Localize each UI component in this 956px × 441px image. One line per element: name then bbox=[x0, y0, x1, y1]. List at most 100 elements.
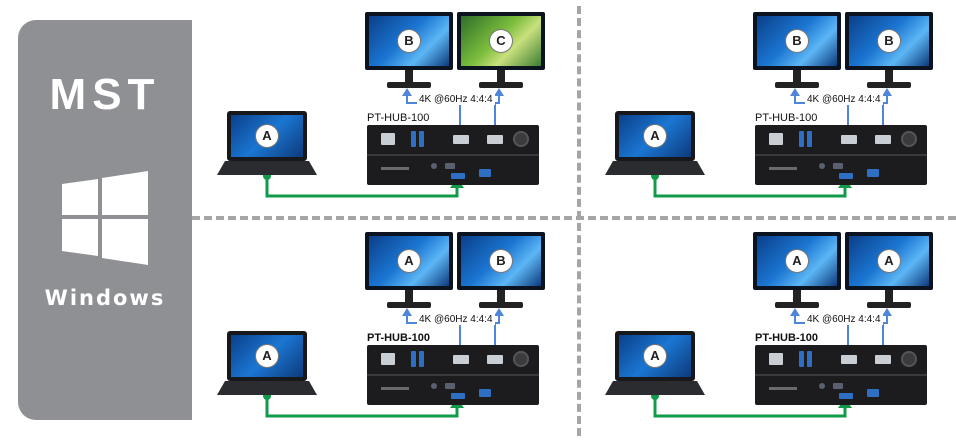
video-arrow-2 bbox=[882, 88, 892, 96]
monitor-stand-foot bbox=[867, 302, 911, 308]
monitor-2: A bbox=[845, 232, 933, 310]
sd-slot bbox=[445, 163, 455, 169]
audio-jack bbox=[431, 383, 437, 389]
resolution-label: 4K @60Hz 4:4:4 bbox=[805, 94, 883, 105]
hub-model-label: PT-HUB-100 bbox=[755, 112, 818, 124]
hdmi-port-1 bbox=[841, 135, 857, 144]
monitor-2: B bbox=[457, 232, 545, 310]
video-arrow-2 bbox=[494, 88, 504, 96]
power-knob bbox=[901, 131, 917, 147]
monitor-badge: B bbox=[878, 30, 900, 52]
hub-device bbox=[367, 125, 539, 185]
usb-link bbox=[653, 178, 847, 198]
monitor-1: A bbox=[753, 232, 841, 310]
usb-c-upstream-port bbox=[839, 393, 853, 399]
usb-port-1 bbox=[799, 131, 804, 147]
hdmi-port-2 bbox=[875, 135, 891, 144]
video-arrow-1 bbox=[790, 308, 800, 316]
usb-link bbox=[265, 398, 459, 418]
monitor-stand-foot bbox=[775, 302, 819, 308]
sd-slot bbox=[445, 383, 455, 389]
usb-front-port bbox=[479, 389, 491, 397]
laptop-keyboard-base bbox=[605, 381, 705, 395]
laptop-keyboard-base bbox=[217, 161, 317, 175]
audio-jack bbox=[819, 383, 825, 389]
hdmi-port-1 bbox=[453, 135, 469, 144]
monitor-badge: A bbox=[398, 250, 420, 272]
monitor-stand-neck bbox=[497, 290, 505, 302]
front-label-strip bbox=[769, 387, 797, 390]
protocol-title: MST bbox=[49, 70, 161, 119]
video-link-2 bbox=[882, 90, 888, 138]
video-arrow-2 bbox=[882, 308, 892, 316]
monitor-badge: A bbox=[878, 250, 900, 272]
laptop-badge: A bbox=[256, 125, 278, 147]
usb-link bbox=[653, 398, 847, 418]
laptop: A bbox=[217, 331, 317, 397]
monitor-1: A bbox=[365, 232, 453, 310]
ethernet-port bbox=[769, 133, 783, 145]
usb-link bbox=[265, 178, 459, 198]
laptop: A bbox=[605, 331, 705, 397]
usb-front-port bbox=[479, 169, 491, 177]
monitor-screen: B bbox=[753, 12, 841, 70]
usb-front-port bbox=[867, 169, 879, 177]
usb-port-2 bbox=[807, 351, 812, 367]
monitor-stand-neck bbox=[885, 70, 893, 82]
monitor-screen: A bbox=[365, 232, 453, 290]
hub-seam bbox=[755, 154, 927, 156]
hub-model-label: PT-HUB-100 bbox=[367, 112, 430, 124]
hub-seam bbox=[367, 154, 539, 156]
monitor-stand-foot bbox=[479, 302, 523, 308]
monitor-screen: B bbox=[457, 232, 545, 290]
laptop-badge: A bbox=[644, 125, 666, 147]
power-knob bbox=[901, 351, 917, 367]
usb-port-1 bbox=[799, 351, 804, 367]
usb-port-2 bbox=[807, 131, 812, 147]
monitor-stand-foot bbox=[387, 82, 431, 88]
mst-windows-panel: MST Windows bbox=[18, 20, 192, 420]
resolution-label: 4K @60Hz 4:4:4 bbox=[805, 314, 883, 325]
laptop: A bbox=[605, 111, 705, 177]
laptop-keyboard-base bbox=[217, 381, 317, 395]
hdmi-port-2 bbox=[487, 355, 503, 364]
vertical-divider bbox=[577, 6, 581, 436]
usb-port-2 bbox=[419, 131, 424, 147]
monitor-badge: B bbox=[398, 30, 420, 52]
laptop-badge: A bbox=[644, 345, 666, 367]
resolution-label: 4K @60Hz 4:4:4 bbox=[417, 94, 495, 105]
audio-jack bbox=[819, 163, 825, 169]
laptop: A bbox=[217, 111, 317, 177]
ethernet-port bbox=[769, 353, 783, 365]
hub-seam bbox=[367, 374, 539, 376]
usb-port-1 bbox=[411, 131, 416, 147]
hub-device bbox=[755, 125, 927, 185]
video-arrow-1 bbox=[402, 308, 412, 316]
monitor-screen: A bbox=[753, 232, 841, 290]
monitor-screen: C bbox=[457, 12, 545, 70]
power-knob bbox=[513, 131, 529, 147]
laptop-keyboard-base bbox=[605, 161, 705, 175]
usb-front-port bbox=[867, 389, 879, 397]
video-link-2 bbox=[494, 90, 500, 138]
video-arrow-1 bbox=[402, 88, 412, 96]
hub-device bbox=[755, 345, 927, 405]
monitor-stand-foot bbox=[387, 302, 431, 308]
monitor-stand-neck bbox=[497, 70, 505, 82]
hub-seam bbox=[755, 374, 927, 376]
hdmi-port-1 bbox=[841, 355, 857, 364]
sd-slot bbox=[833, 163, 843, 169]
front-label-strip bbox=[381, 167, 409, 170]
monitor-screen: A bbox=[845, 232, 933, 290]
monitor-stand-neck bbox=[405, 70, 413, 82]
video-link-2 bbox=[494, 310, 500, 358]
usb-port-2 bbox=[419, 351, 424, 367]
hdmi-port-2 bbox=[487, 135, 503, 144]
ethernet-port bbox=[381, 133, 395, 145]
windows-logo-icon bbox=[62, 171, 148, 265]
usb-port-1 bbox=[411, 351, 416, 367]
